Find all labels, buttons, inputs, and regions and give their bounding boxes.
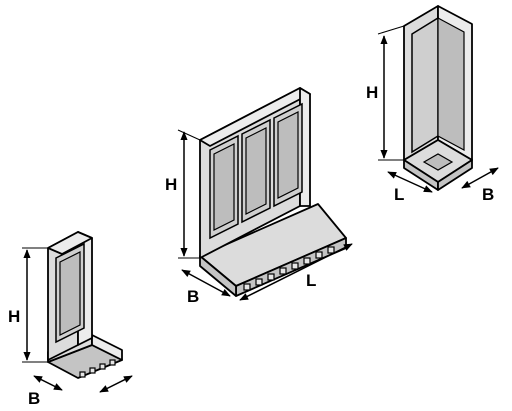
- small-wall-element: [47, 231, 123, 379]
- small-width-label: B: [28, 389, 40, 408]
- corner-right-inner: [437, 16, 465, 152]
- large-width-label: B: [187, 287, 199, 306]
- small-height-dimension: H: [8, 247, 48, 363]
- corner-left-inner: [411, 16, 439, 154]
- corner-width-label: B: [482, 185, 494, 204]
- corner-height-label: H: [366, 83, 378, 102]
- small-panel-top: [47, 231, 93, 255]
- large-wall-element: [199, 87, 347, 297]
- large-height-dimension: H: [165, 129, 201, 259]
- corner-base-notch: [422, 153, 454, 171]
- small-base-side: [91, 334, 123, 361]
- large-panel-recesses: [209, 102, 303, 240]
- large-length-label: L: [306, 271, 316, 290]
- small-width-dimension: B: [28, 375, 63, 408]
- small-base-extent-dimension: [99, 375, 133, 393]
- small-height-label: H: [8, 307, 20, 326]
- corner-width-dimension: B: [461, 167, 499, 204]
- small-panel-recess-inner: [59, 251, 81, 336]
- large-width-dimension: B: [181, 269, 231, 306]
- corner-height-dimension: H: [366, 25, 405, 161]
- corner-length-label: L: [394, 185, 404, 204]
- small-base-teeth: [79, 359, 116, 378]
- large-length-dimension: L: [239, 243, 353, 301]
- corner-length-dimension: L: [387, 171, 433, 204]
- corner-wall-element: [403, 5, 473, 191]
- large-height-label: H: [165, 175, 177, 194]
